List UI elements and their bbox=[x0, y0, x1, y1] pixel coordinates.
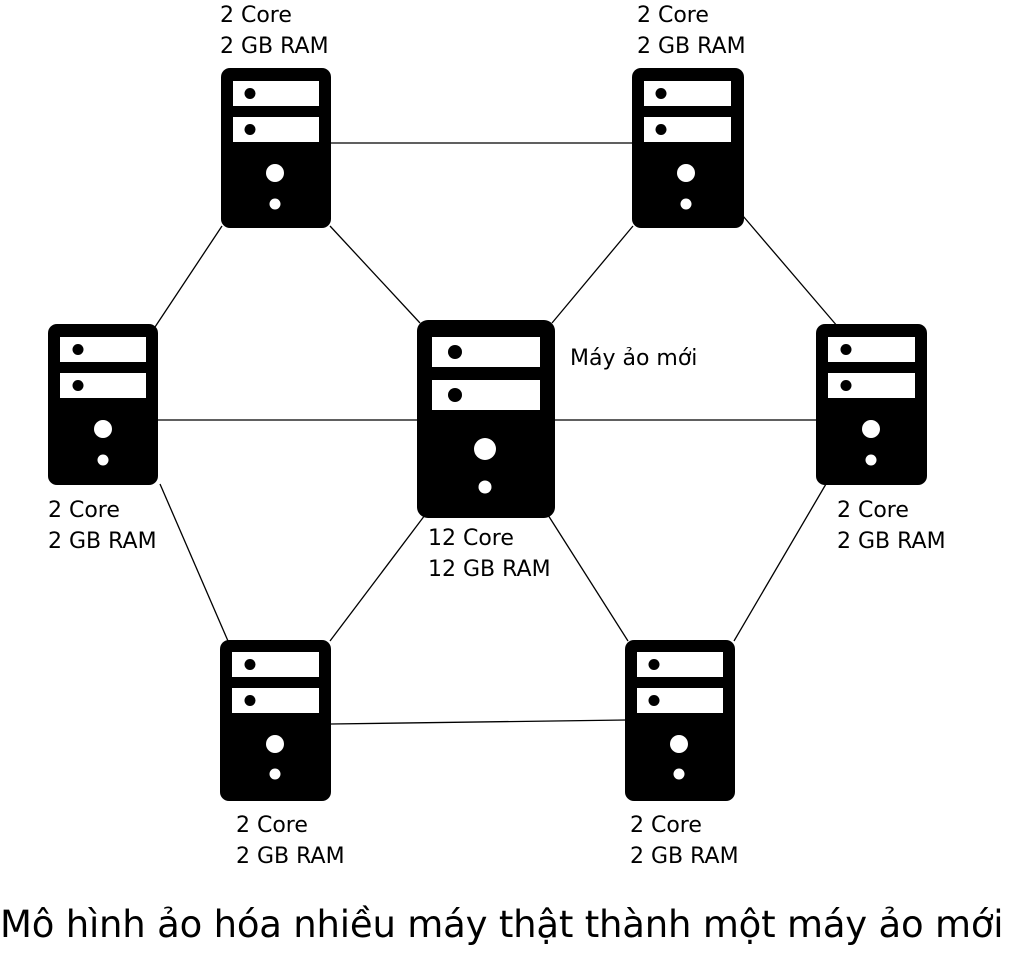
diagram-caption: Mô hình ảo hóa nhiều máy thật thành một … bbox=[0, 903, 1004, 946]
server-tower-icon bbox=[220, 640, 331, 801]
link-center-bottom-left bbox=[329, 514, 426, 642]
bottom-left-ram: 2 GB RAM bbox=[236, 844, 345, 869]
server-mid-left bbox=[48, 324, 158, 485]
top-right-ram: 2 GB RAM bbox=[637, 34, 746, 59]
mid-right-cores: 2 Core bbox=[837, 498, 909, 523]
new-vm-label: Máy ảo mới bbox=[570, 346, 698, 371]
mid-left-spec-label: 2 Core 2 GB RAM bbox=[48, 495, 157, 557]
link-bottom-left-bottom-right bbox=[330, 719, 627, 725]
bottom-right-cores: 2 Core bbox=[630, 813, 702, 838]
server-mid-right bbox=[816, 324, 927, 485]
top-left-ram: 2 GB RAM bbox=[220, 34, 329, 59]
center-cores: 12 Core bbox=[428, 526, 514, 551]
link-center-bottom-right bbox=[547, 514, 629, 642]
server-tower-icon bbox=[816, 324, 927, 485]
top-left-cores: 2 Core bbox=[220, 3, 292, 28]
bottom-left-cores: 2 Core bbox=[236, 813, 308, 838]
server-top-left bbox=[221, 68, 331, 228]
mid-left-cores: 2 Core bbox=[48, 498, 120, 523]
top-right-cores: 2 Core bbox=[637, 3, 709, 28]
link-top-left-center bbox=[329, 225, 421, 324]
mid-right-spec-label: 2 Core 2 GB RAM bbox=[837, 495, 946, 557]
link-mid-left-bottom-left bbox=[159, 483, 229, 642]
server-tower-icon bbox=[417, 320, 555, 518]
server-center bbox=[417, 320, 555, 518]
top-left-spec-label: 2 Core 2 GB RAM bbox=[220, 0, 329, 62]
server-bottom-left bbox=[220, 640, 331, 801]
connections bbox=[154, 142, 839, 725]
mid-left-ram: 2 GB RAM bbox=[48, 529, 157, 554]
server-bottom-right bbox=[625, 640, 735, 801]
server-tower-icon bbox=[48, 324, 158, 485]
bottom-right-spec-label: 2 Core 2 GB RAM bbox=[630, 810, 739, 872]
link-mid-right-bottom-right bbox=[733, 483, 827, 642]
link-top-right-center bbox=[551, 225, 634, 324]
center-ram: 12 GB RAM bbox=[428, 557, 551, 582]
bottom-right-ram: 2 GB RAM bbox=[630, 844, 739, 869]
center-spec-label: 12 Core 12 GB RAM bbox=[428, 523, 551, 585]
link-top-right-mid-right bbox=[742, 215, 839, 328]
server-tower-icon bbox=[632, 68, 744, 228]
top-right-spec-label: 2 Core 2 GB RAM bbox=[637, 0, 746, 62]
server-top-right bbox=[632, 68, 744, 228]
link-top-left-mid-left bbox=[154, 225, 223, 328]
mid-right-ram: 2 GB RAM bbox=[837, 529, 946, 554]
bottom-left-spec-label: 2 Core 2 GB RAM bbox=[236, 810, 345, 872]
server-tower-icon bbox=[221, 68, 331, 228]
server-tower-icon bbox=[625, 640, 735, 801]
